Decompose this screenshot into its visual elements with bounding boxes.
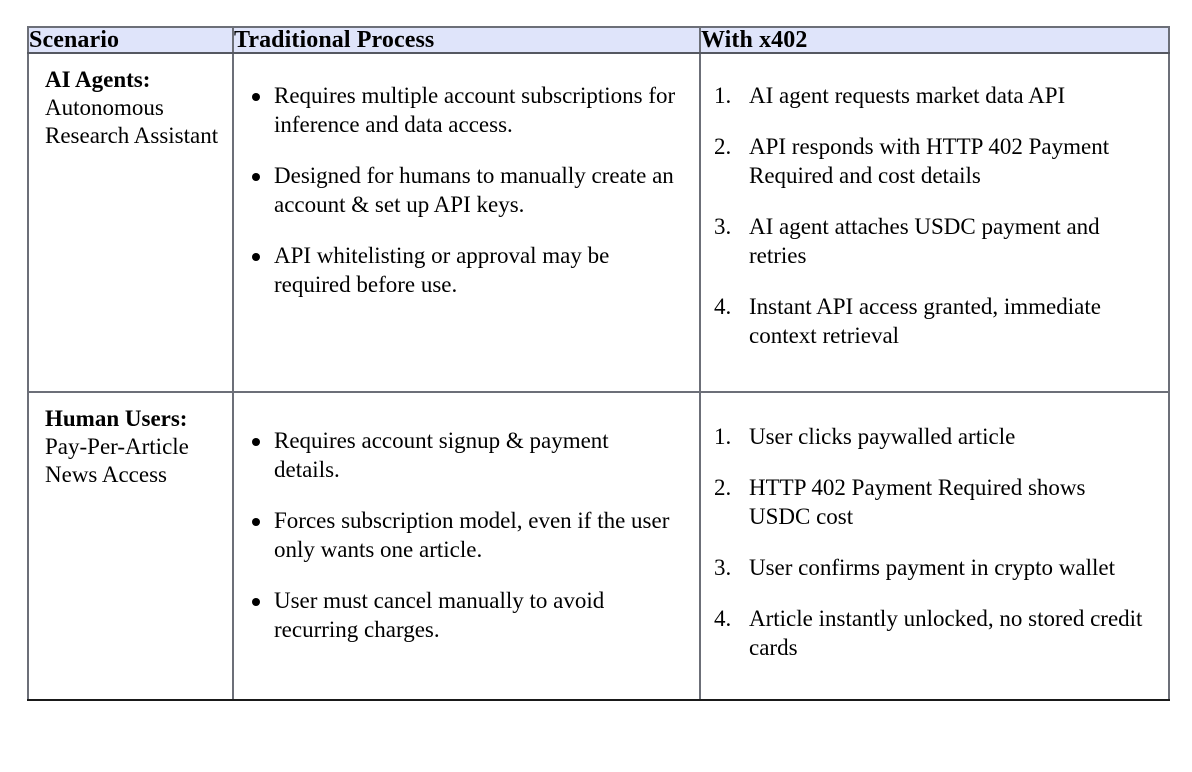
scenario-cell-human-users: Human Users: Pay-Per-Article News Access [27,390,234,701]
traditional-bullet-list: Requires account signup & payment detail… [234,393,685,681]
traditional-process-cell-human-users: Requires account signup & payment detail… [232,390,701,701]
traditional-process-cell-ai-agents: Requires multiple account subscriptions … [232,53,701,392]
list-item: API responds with HTTP 402 Payment Requi… [714,133,1110,188]
x402-cell-human-users: User clicks paywalled article HTTP 402 P… [699,390,1170,701]
list-item: User clicks paywalled article [714,423,1016,452]
list-item: Instant API access granted, immediate co… [714,293,1101,348]
column-header-with-x402: With x402 [699,26,1170,54]
scenario-cell-ai-agents: AI Agents: Autonomous Research Assistant [27,53,234,392]
column-header-scenario: Scenario [27,26,234,54]
scenario-title: AI Agents: [45,67,151,92]
traditional-bullet-list: Requires multiple account subscriptions … [234,54,685,340]
column-header-traditional-process: Traditional Process [232,26,701,54]
scenario-title: Human Users: [45,405,188,431]
list-item: Forces subscription model, even if the u… [234,507,679,565]
table-body: AI Agents: Autonomous Research Assistant… [27,53,1170,701]
list-item: HTTP 402 Payment Required shows USDC cos… [714,474,1086,529]
table-row: Human Users: Pay-Per-Article News Access… [27,390,1170,701]
list-item: Article instantly unlocked, no stored cr… [714,605,1143,660]
list-item: Designed for humans to manually create a… [234,162,679,220]
list-item: Requires account signup & payment detail… [234,427,679,485]
list-item: User must cancel manually to avoid recur… [234,587,679,645]
list-item: AI agent attaches USDC payment and retri… [714,213,1100,268]
table-header: Scenario Traditional Process With x402 [27,26,1170,54]
table-row: AI Agents: Autonomous Research Assistant… [27,53,1170,392]
list-item: Requires multiple account subscriptions … [234,82,679,140]
x402-cell-ai-agents: AI agent requests market data API API re… [699,53,1170,392]
scenario-comparison-table: Scenario Traditional Process With x402 A… [27,26,1170,701]
scenario-subtitle: Pay-Per-Article News Access [45,433,189,487]
header-row: Scenario Traditional Process With x402 [27,26,1170,54]
list-item: User confirms payment in crypto wallet [714,554,1115,583]
x402-numbered-list: User clicks paywalled article HTTP 402 P… [701,393,1154,699]
scenario-subtitle: Autonomous Research Assistant [45,95,219,149]
list-item: AI agent requests market data API [714,82,1066,111]
list-item: API whitelisting or approval may be requ… [234,242,679,300]
x402-numbered-list: AI agent requests market data API API re… [701,54,1154,391]
